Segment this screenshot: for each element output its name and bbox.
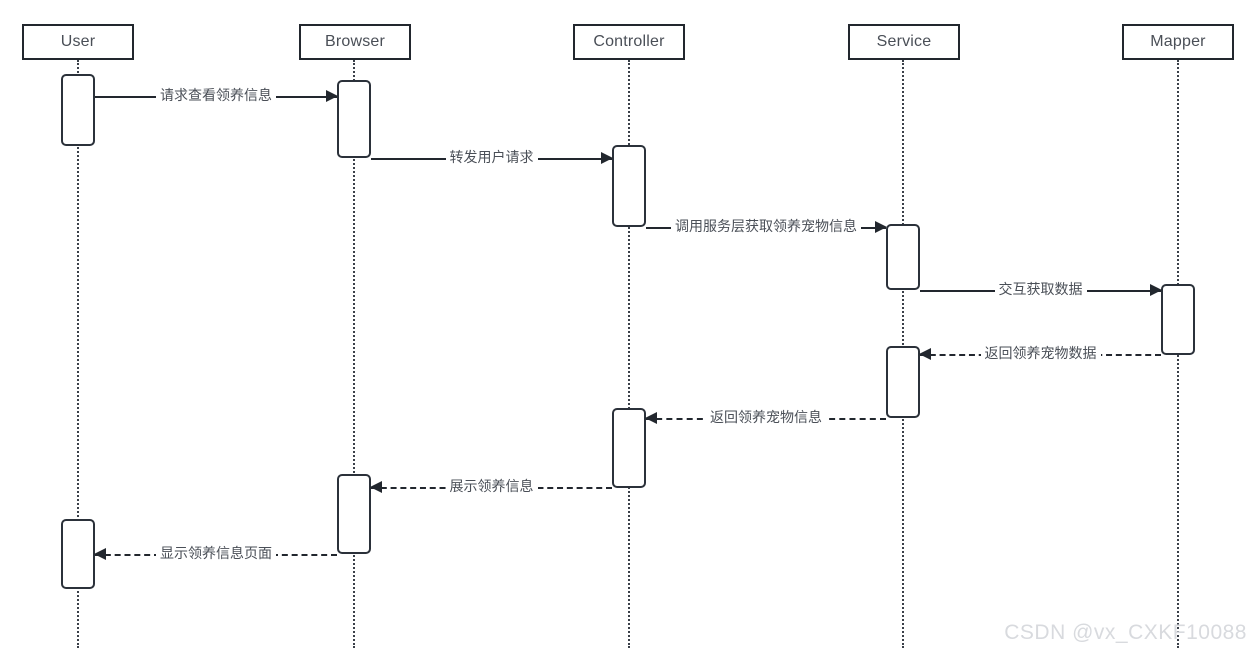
activation-bar-browser <box>337 474 371 554</box>
message-label: 返回领养宠物数据 <box>980 344 1101 362</box>
lifeline-controller <box>628 60 630 648</box>
arrowhead-icon <box>326 90 338 102</box>
participant-label: Controller <box>593 33 665 50</box>
participant-user[interactable]: User <box>22 24 134 60</box>
activation-bar-browser <box>337 80 371 158</box>
message-label: 转发用户请求 <box>445 148 538 166</box>
activation-bar-controller <box>612 408 646 488</box>
participant-controller[interactable]: Controller <box>573 24 685 60</box>
activation-bar-service <box>886 346 920 418</box>
participant-label: Service <box>876 33 932 50</box>
message-label: 交互获取数据 <box>994 280 1087 298</box>
lifeline-browser <box>353 60 355 648</box>
arrowhead-icon <box>1150 284 1162 296</box>
activation-bar-user <box>61 74 95 146</box>
activation-bar-controller <box>612 145 646 227</box>
arrowhead-icon <box>94 548 106 560</box>
csdn-watermark: CSDN @vx_CXKF10088 <box>1004 621 1247 644</box>
arrowhead-icon <box>370 481 382 493</box>
lifeline-user <box>77 60 79 648</box>
participant-browser[interactable]: Browser <box>299 24 411 60</box>
activation-bar-user <box>61 519 95 589</box>
message-label: 显示领养信息页面 <box>156 544 276 562</box>
participant-service[interactable]: Service <box>848 24 960 60</box>
participant-label: Mapper <box>1150 33 1206 50</box>
activation-bar-service <box>886 224 920 290</box>
participant-label: User <box>60 33 96 50</box>
activation-bar-mapper <box>1161 284 1195 355</box>
arrowhead-icon <box>875 221 887 233</box>
message-label: 调用服务层获取领养宠物信息 <box>671 217 861 235</box>
arrowhead-icon <box>645 412 657 424</box>
message-label: 展示领养信息 <box>445 477 538 495</box>
arrowhead-icon <box>601 152 613 164</box>
message-label: 请求查看领养信息 <box>156 86 276 104</box>
message-label: 返回领养宠物信息 <box>706 408 826 426</box>
arrowhead-icon <box>919 348 931 360</box>
participant-mapper[interactable]: Mapper <box>1122 24 1234 60</box>
participant-label: Browser <box>324 33 386 50</box>
